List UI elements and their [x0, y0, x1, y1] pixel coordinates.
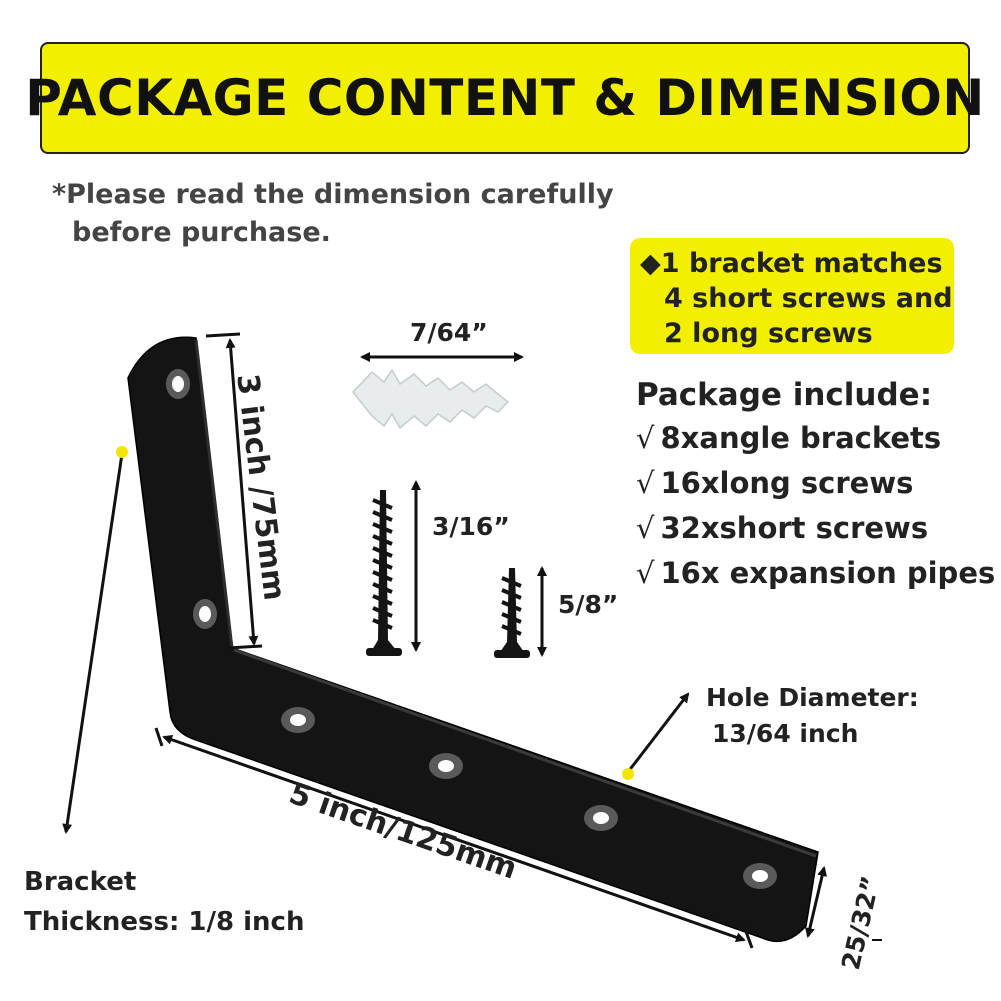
package-item-text: 16xlong screws: [660, 466, 914, 500]
hole-pointer-dot: [622, 768, 634, 780]
purchase-note: *Please read the dimension carefully bef…: [52, 176, 614, 252]
mounting-hole-icon: [166, 369, 190, 399]
check-icon: √: [636, 511, 655, 545]
long-screw-label: 3/16”: [432, 512, 510, 541]
hole-line-1: Hole Diameter:: [706, 683, 919, 712]
package-item-text: 16x expansion pipes: [660, 556, 996, 590]
title-banner: PACKAGE CONTENT & DIMENSION: [25, 42, 984, 154]
mounting-hole-icon: [193, 599, 217, 629]
match-line-1: ◆1 bracket matches: [640, 248, 943, 279]
thickness-line-1: Bracket: [24, 867, 137, 897]
banner-title: PACKAGE CONTENT & DIMENSION: [25, 69, 985, 127]
anchor-width-label: 7/64”: [410, 318, 488, 347]
thickness-pointer-dot: [116, 446, 128, 458]
short-screw-icon: [494, 568, 530, 658]
screw-match-box: ◆1 bracket matches 4 short screws and 2 …: [630, 238, 954, 354]
check-icon: √: [636, 466, 655, 500]
expansion-pipe-icon: [352, 368, 510, 430]
package-item: √8xangle brackets: [636, 416, 995, 461]
match-line-2: 4 short screws and: [664, 283, 953, 314]
package-item-text: 8xangle brackets: [660, 421, 942, 455]
hole-line-2: 13/64 inch: [712, 719, 859, 748]
package-item: √16xlong screws: [636, 461, 995, 506]
short-screw-label: 5/8”: [558, 590, 619, 619]
long-screw-icon: [366, 490, 402, 656]
mounting-hole-icon: [743, 863, 777, 889]
check-icon: √: [636, 556, 655, 590]
package-title: Package include:: [636, 377, 933, 413]
match-line-3: 2 long screws: [664, 318, 873, 349]
thickness-line-2: Thickness: 1/8 inch: [24, 907, 305, 937]
note-line-1: *Please read the dimension carefully: [52, 179, 614, 210]
mounting-hole-icon: [584, 805, 618, 831]
package-item: √16x expansion pipes: [636, 551, 995, 596]
note-line-2: before purchase.: [72, 217, 331, 248]
package-item: √32xshort screws: [636, 506, 995, 551]
check-icon: √: [636, 421, 655, 455]
package-item-text: 32xshort screws: [660, 511, 929, 545]
package-list: Package include: √8xangle brackets √16xl…: [636, 374, 995, 596]
mounting-hole-icon: [281, 707, 315, 733]
bracket-thickness-label: Bracket Thickness: 1/8 inch: [24, 862, 304, 942]
hole-diameter-label: Hole Diameter: 13/64 inch: [706, 680, 919, 752]
mounting-hole-icon: [429, 753, 463, 779]
